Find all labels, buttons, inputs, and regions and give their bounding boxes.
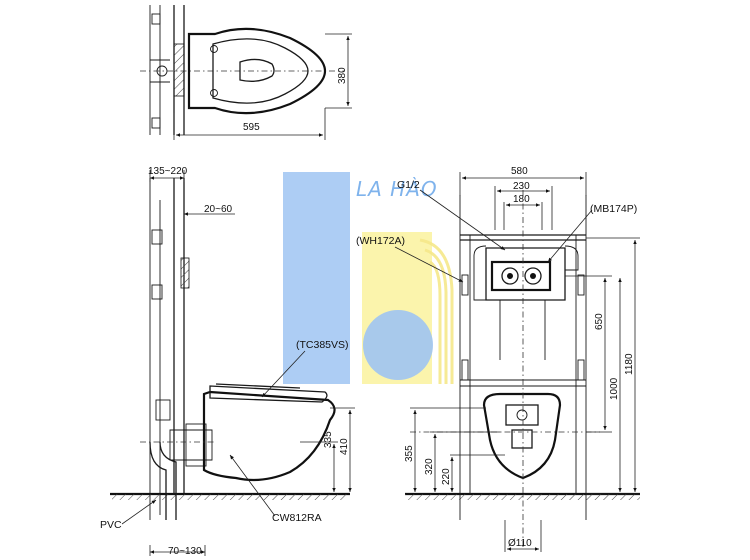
front-view: 580 230 180 650 1000 1180 355 320 220 Ø [356,166,640,552]
dim-20-60: 20~60 [204,204,233,215]
watermark-text: LA HÀO [356,177,438,201]
label-g1-2: G1/2 [397,179,420,191]
dim-70-130: 70~130 [168,546,202,557]
top-view: 380 595 [140,5,352,140]
label-pvc: PVC [100,519,122,531]
dim-1000: 1000 [609,377,620,400]
dim-220: 220 [441,468,452,485]
label-cw812ra: CW812RA [272,512,322,524]
label-tc385vs: (TC385VS) [296,339,349,351]
dim-230: 230 [513,181,530,192]
dim-380: 380 [337,67,348,84]
dim-355: 355 [404,445,415,462]
label-wh172a: (WH172A) [356,235,405,247]
watermark-yellow-arcs [419,238,454,384]
dim-335: 335 [323,431,334,448]
side-view: 135~220 20~60 335 410 70~130 (TC385VS) C… [100,166,355,557]
dim-410: 410 [339,438,350,455]
dim-180: 180 [513,194,530,205]
dim-595: 595 [243,122,260,133]
dim-650: 650 [594,313,605,330]
label-mb174p: (MB174P) [590,203,637,215]
dim-320: 320 [424,458,435,475]
watermark-logo: LA HÀO [283,172,454,384]
dim-135-220: 135~220 [148,166,188,177]
dim-1180: 1180 [624,353,635,375]
dim-580: 580 [511,166,528,177]
watermark-blue-dot [363,310,433,380]
dim-d110: Ø110 [508,538,532,549]
watermark-blue-bar [283,172,350,384]
